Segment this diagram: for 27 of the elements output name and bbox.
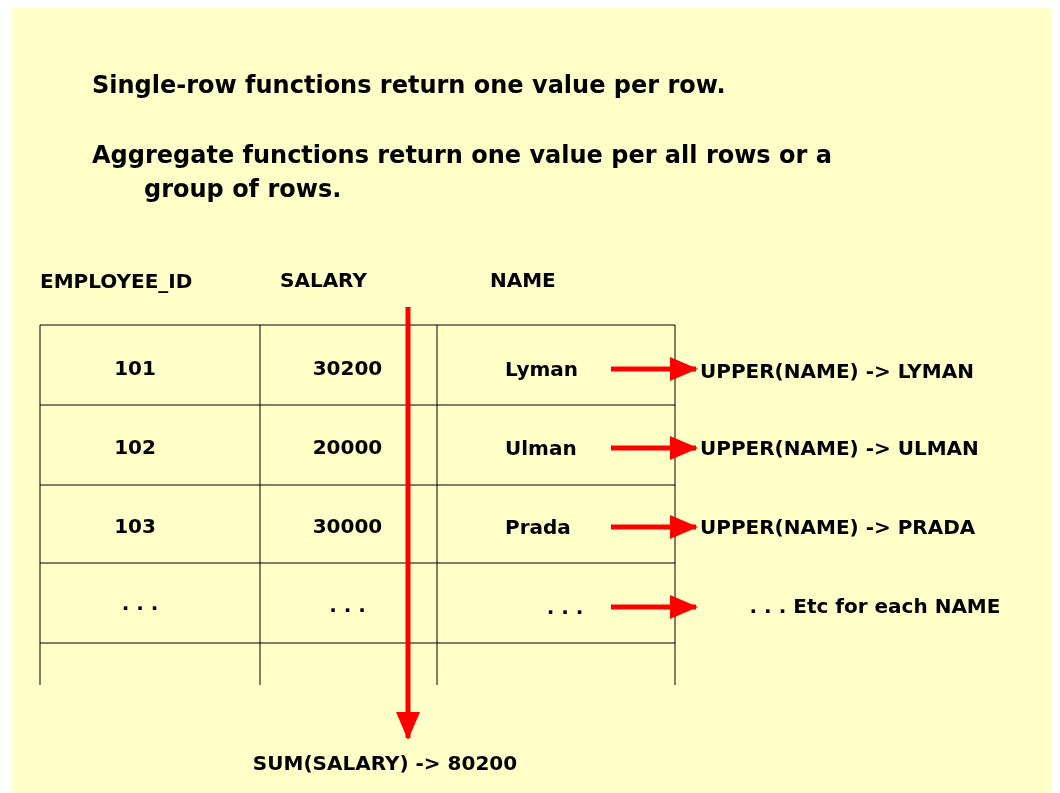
function-text: UPPER(NAME) -> PRADA [700, 512, 1050, 542]
table-cell-text: 20000 [311, 434, 384, 460]
table-cell-text: 30200 [311, 355, 384, 381]
arrow [611, 595, 698, 619]
function-text: Ulman [505, 433, 605, 463]
function-text: . . . [525, 592, 605, 622]
aggregate-result-text: SUM(SALARY) -> 80200 [215, 738, 555, 788]
table-cell-text: 102 [113, 434, 157, 460]
function-text: UPPER(NAME) -> LYMAN [700, 356, 1050, 386]
function-text: Lyman [505, 354, 605, 384]
function-text: UPPER(NAME) -> ULMAN [700, 433, 1050, 463]
statement-text: Aggregate functions return one value per all rows or a group of rows. [92, 140, 833, 205]
arrow [611, 515, 698, 539]
function-text: Prada [505, 512, 605, 542]
table-cell-text: 101 [113, 355, 157, 381]
arrow [396, 307, 420, 740]
column-header: SALARY [280, 267, 368, 293]
table-cell-text: . . . [328, 592, 367, 618]
table-cell-text: . . . [120, 590, 160, 616]
function-text: . . . Etc for each NAME [700, 591, 1050, 621]
table-cell-text: 30000 [311, 513, 384, 539]
statement-text: Single-row functions return one value per row. [92, 70, 727, 101]
arrow [611, 436, 698, 460]
table-cell-text: 103 [113, 513, 157, 539]
column-header: EMPLOYEE_ID [40, 268, 194, 294]
arrow [611, 357, 698, 381]
column-header: NAME [490, 267, 557, 293]
